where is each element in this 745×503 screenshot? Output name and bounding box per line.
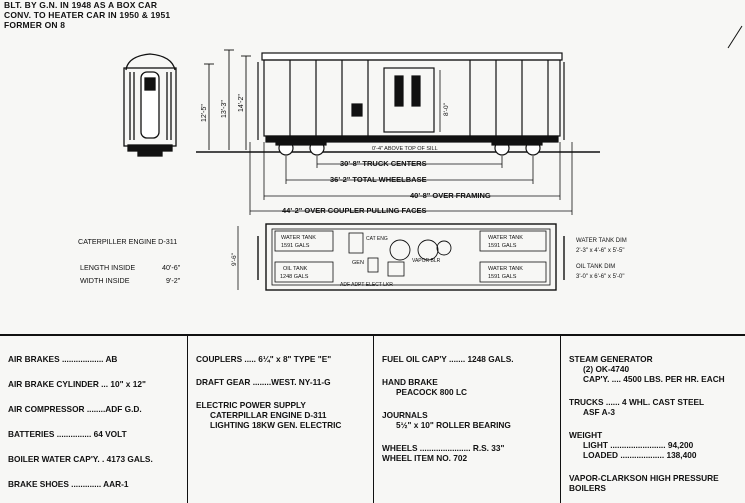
truck-left [275, 139, 327, 146]
dim-height-total: 14'-2" [238, 94, 245, 112]
plan-outline [265, 223, 557, 291]
end-view-truck [137, 149, 163, 157]
water-tank-1-label: WATER TANK [281, 235, 316, 241]
cat-eng-box [348, 232, 364, 254]
plan-width: 9'-6" [231, 252, 238, 266]
spec-vapor-clarkson: VAPOR-CLARKSON HIGH PRESSURE BOILERS [569, 473, 719, 493]
spec-journals: JOURNALS 5½" x 10" ROLLER BEARING [382, 410, 511, 430]
gen-label: GEN [352, 260, 364, 266]
spec-air-compressor: AIR COMPRESSOR ........ADF G.D. [8, 404, 142, 414]
plan-inner [271, 228, 551, 286]
water-tank-2-label: WATER TANK [488, 235, 523, 241]
dim-height-side: 12'-5" [201, 104, 208, 122]
spec-boiler-water: BOILER WATER CAP'Y. . 4173 GALS. [8, 454, 153, 464]
side-vent [351, 103, 363, 117]
length-inside-value: 40'-6" [162, 263, 181, 272]
side-door [383, 67, 435, 133]
spec-fuel-oil: FUEL OIL CAP'Y ....... 1248 GALS. [382, 354, 514, 364]
width-inside-value: 9'-2" [166, 276, 181, 285]
vertical-dimensions [204, 49, 251, 150]
spec-electric-power: ELECTRIC POWER SUPPLY CATERPILLAR ENGINE… [196, 400, 342, 430]
sill-note: 0'-4" ABOVE TOP OF SILL [372, 146, 438, 152]
end-view [123, 53, 177, 157]
side-view [257, 52, 565, 143]
spec-trucks: TRUCKS ...... 4 WHL. CAST STEEL ASF A-3 [569, 397, 705, 417]
engine-label: CATERPILLER ENGINE D-311 [78, 237, 177, 246]
door-height: 8'-0" [443, 102, 450, 116]
vapor-boiler-3 [436, 240, 452, 256]
spec-air-brakes: AIR BRAKES .................. AB [8, 354, 118, 364]
water-tank-2-box [479, 230, 547, 252]
length-inside-label: LENGTH INSIDE [80, 263, 135, 272]
spec-air-brake-cylinder: AIR BRAKE CYLINDER ... 10" x 12" [8, 379, 146, 389]
spec-column-1: AIR BRAKES .................. AB AIR BRA… [0, 336, 188, 503]
water-tank-1-cap: 1591 GALS [281, 243, 310, 249]
water-tank-3-cap: 1591 GALS [488, 274, 517, 280]
dim-height-top: 13'-3" [221, 100, 228, 118]
label-truck-centers: 30'-8" TRUCK CENTERS [340, 159, 427, 168]
label-over-coupler: 44'-2" OVER COUPLER PULLING FACES [282, 206, 427, 215]
right-water-tank-dim: 2'-3" x 4'-6" x 5'-5" [576, 248, 625, 254]
oil-tank-cap: 1248 GALS [280, 274, 309, 280]
water-tank-2-cap: 1591 GALS [488, 243, 517, 249]
car-drawing: 12'-5" 13'-3" 14'-2" 8'-0" 0'-4" ABOVE T… [78, 25, 743, 291]
elect-label: ADF ADPT ELECT LKR [340, 282, 393, 288]
horizontal-dimensions [249, 142, 573, 215]
spec-wheels: WHEELS ...................... R.S. 33" W… [382, 443, 505, 463]
spec-couplers: COUPLERS ..... 6¼" x 8" TYPE "E" [196, 354, 332, 364]
side-roof [261, 52, 563, 61]
right-oil-tank-dim: 3'-0" x 6'-6" x 5'-0" [576, 274, 625, 280]
spec-batteries: BATTERIES ............... 64 VOLT [8, 429, 127, 439]
spec-weight: WEIGHT LIGHT ........................ 94… [569, 430, 697, 460]
end-view-roof [125, 53, 176, 71]
truck-right [491, 139, 543, 146]
spec-hand-brake: HAND BRAKE PEACOCK 800 LC [382, 377, 468, 397]
vapor-boiler-2 [417, 239, 439, 261]
spec-brake-shoes: BRAKE SHOES ............. AAR-1 [8, 479, 129, 489]
spec-column-2: COUPLERS ..... 6¼" x 8" TYPE "E" DRAFT G… [188, 336, 374, 503]
spec-column-4: STEAM GENERATOR (2) OK-4740 CAP'Y. .... … [561, 336, 745, 503]
corner-mark [727, 25, 743, 49]
spec-table: AIR BRAKES .................. AB AIR BRA… [0, 334, 745, 503]
water-tank-1-box [274, 230, 334, 252]
spec-draft-gear: DRAFT GEAR ........WEST. NY-11-G [196, 377, 331, 387]
right-water-tank-label: WATER TANK DIM [576, 238, 627, 244]
spec-column-3: FUEL OIL CAP'Y ....... 1248 GALS. HAND B… [374, 336, 561, 503]
end-view-window [144, 77, 156, 91]
water-tank-3-box [479, 261, 547, 283]
header-line-3: FORMER ON 8 [4, 20, 66, 30]
width-inside-label: WIDTH INSIDE [80, 276, 130, 285]
right-oil-tank-label: OIL TANK DIM [576, 264, 615, 270]
side-wheels [275, 139, 543, 156]
vapor-blr-label: VAPOR BLR [412, 258, 441, 264]
header-line-1: BLT. BY G.N. IN 1948 AS A BOX CAR [4, 0, 158, 10]
spec-steam-generator: STEAM GENERATOR (2) OK-4740 CAP'Y. .... … [569, 354, 725, 384]
label-over-framing: 40'-8" OVER FRAMING [410, 191, 491, 200]
vapor-boiler-1 [389, 239, 411, 261]
plan-view [257, 223, 565, 291]
water-tank-3-label: WATER TANK [488, 266, 523, 272]
label-total-wheelbase: 36'-2" TOTAL WHEELBASE [330, 175, 427, 184]
oil-tank-label: OIL TANK [283, 266, 308, 272]
side-door-window-2 [411, 75, 421, 107]
header-notes: BLT. BY G.N. IN 1948 AS A BOX CAR CONV. … [4, 0, 170, 30]
oil-tank-box [274, 261, 334, 283]
side-door-window [394, 75, 404, 107]
header-line-2: CONV. TO HEATER CAR IN 1950 & 1951 [4, 10, 171, 20]
gen-box [367, 257, 379, 273]
cat-eng-label: CAT ENG [366, 236, 388, 242]
elect-box [387, 261, 405, 277]
side-sill [265, 135, 559, 143]
